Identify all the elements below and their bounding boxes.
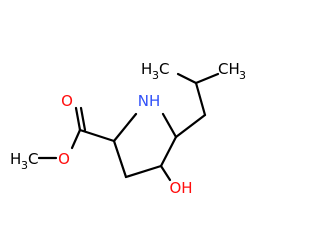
bond-c4-c3 [124,164,163,179]
carbonyl-oxygen-label: O [61,92,73,110]
bond-ch-ch3-left [176,72,198,85]
bond-c2-n [112,112,138,143]
methyl-left-c: C [28,150,38,168]
isobutyl-methyl-right-subscript: 3 [239,69,246,82]
bond-carbonyl-o-double-2 [79,106,87,132]
methyl-left-subscript: 3 [21,159,28,172]
nh-label: NH [138,92,161,110]
isobutyl-methyl-left-subscript: 3 [152,69,159,82]
bond-ch-ch3-right [194,72,220,85]
bond-c5-c4 [159,135,178,168]
bond-c4-oh [159,164,172,182]
bond-carbonyl-o-ester [70,128,82,150]
bond-n-c5 [161,112,178,139]
isobutyl-methyl-left-h: H [141,60,152,78]
methyl-left-h: H [10,150,21,168]
isobutyl-methyl-left-c: C [159,60,169,78]
structure-canvas: NH OH O O H 3 C H 3 C CH 3 [10,60,246,197]
bond-carbonyl-o-double-1 [74,106,82,132]
oh-label: OH [169,179,192,197]
isobutyl-methyl-right-ch: CH [218,60,240,78]
bond-c5-ch2 [174,113,207,139]
molecule-drawing: NH OH O O H 3 C H 3 C CH 3 [10,60,246,197]
bond-ch2-ch [194,81,207,117]
bonds [37,72,220,182]
ester-oxygen-label: O [58,150,70,168]
bond-c3-c2 [112,139,128,179]
atom-labels: NH OH O O H 3 C H 3 C CH 3 [10,60,246,197]
bond-c2-carbonyl [78,128,116,143]
